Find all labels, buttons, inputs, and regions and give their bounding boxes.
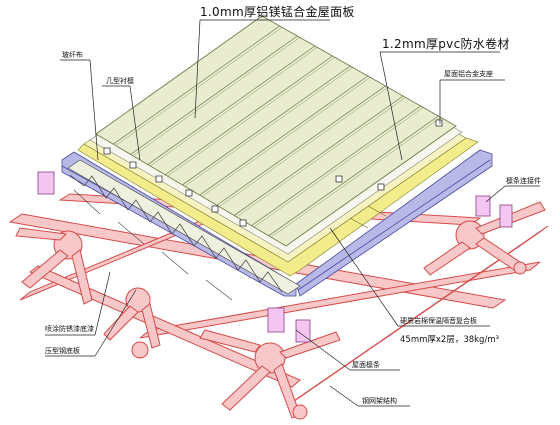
clip [377,183,385,191]
roof-seam [268,115,439,237]
roof-seam-edge [133,36,301,156]
roof-seam-edge [116,26,283,146]
leader-lines [45,19,540,407]
clip [335,175,343,183]
support-bracket [295,319,311,343]
support-bracket [475,195,491,217]
clip [435,119,443,127]
roof-seam-edge [237,96,407,217]
clip [211,205,219,213]
roof-seam-edge [150,46,319,166]
support-bracket [267,307,285,333]
roof-seam [233,95,404,216]
label-glass-fiber-cloth: 玻纤布 [62,51,83,59]
clip [129,161,137,169]
support-bracket [37,171,55,195]
roof-seam [199,75,369,196]
steel-deck [67,159,301,301]
roof-seam [251,105,421,226]
roof-seam-edge [271,116,442,237]
roof-seam-edge [185,66,354,187]
label-insulation: 硬质岩棉保温隔音复合板 [400,317,477,325]
clip [103,147,111,155]
label-insulation-spec: 45mm厚x2层，38kg/m³ [400,335,499,345]
roof-seam-edge [167,56,336,176]
fixing-clips [103,119,443,227]
support-bracket [499,204,513,228]
roof-seam [164,55,333,176]
purlin-right [295,149,493,297]
roof-seam [130,35,298,155]
label-purlin-connector: 檩条连接件 [506,177,541,185]
clip [185,189,193,197]
grid-node [254,342,286,374]
clip [239,219,247,227]
roof-seam-edge [202,76,371,197]
label-aluminum-clip: 屋面铝合金支座 [444,70,493,78]
clip [155,175,163,183]
label-pvc-membrane: 1.2mm厚pvc防水卷材 [382,37,510,51]
purlin-supports [37,171,513,343]
label-omega-purlin: 几型衬檩 [106,77,134,85]
roof-seam-edge [219,86,389,207]
label-space-frame: 钢网架结构 [362,397,397,405]
roof-seam [182,65,351,186]
roof-sheet [95,15,457,247]
label-roof-purlin: 屋面檩条 [352,361,380,369]
label-steel-deck: 压型钢底板 [45,347,80,355]
label-spray-primer: 喷涂防锈漆底漆 [45,325,94,333]
roof-seam [147,45,316,165]
deck-corrugation [69,174,283,293]
roof-seam [216,85,386,206]
label-roof-sheet: 1.0mm厚铝镁锰合金屋面板 [200,5,355,19]
